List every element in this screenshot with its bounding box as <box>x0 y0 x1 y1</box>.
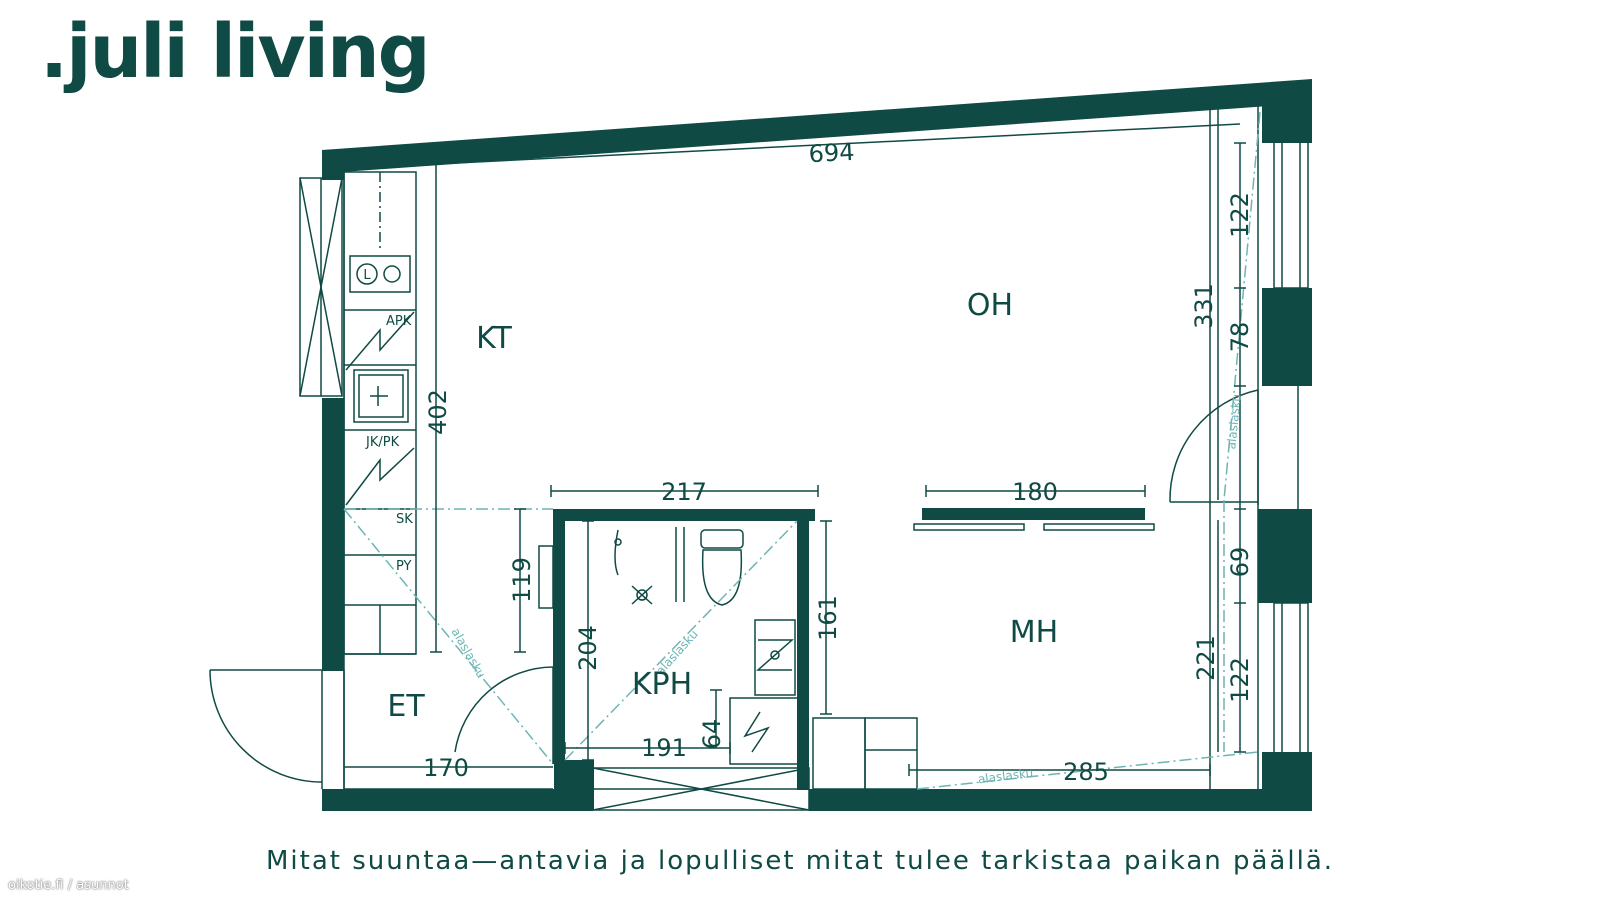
outer-walls <box>322 79 1312 811</box>
room-kt: KT <box>476 321 512 356</box>
room-et: ET <box>387 689 425 724</box>
room-oh: OH <box>967 288 1013 323</box>
label-apk: APK <box>386 314 412 329</box>
dim-wardrobe-180: 180 <box>1012 478 1058 506</box>
dim-bath-161: 161 <box>814 595 842 641</box>
left-wall-upper <box>322 150 344 180</box>
stove-plate-2 <box>383 265 401 283</box>
right-wall-mid-2 <box>1258 509 1312 603</box>
dim-top: 694 <box>808 138 855 168</box>
right-wall-top <box>1262 103 1312 143</box>
note-alaslasku-mh: alaslasku <box>977 766 1034 787</box>
label-py: PY <box>396 559 412 574</box>
dim-mh-285: 285 <box>1063 758 1109 786</box>
bath-wall-left <box>553 509 565 764</box>
washbasin <box>754 619 796 696</box>
wardrobe-bar <box>922 508 1145 520</box>
note-alaslasku-et: alaslasku <box>449 626 489 681</box>
label-sk: SK <box>396 512 413 527</box>
bath-wall-top <box>553 509 815 521</box>
label-jkpk: JK/PK <box>365 435 400 450</box>
dim-bath-204: 204 <box>574 625 602 671</box>
stove-plate-1 <box>356 263 378 285</box>
bottom-wall-right <box>809 789 1312 811</box>
storage-cabinets <box>538 523 1155 790</box>
dim-right-122-bottom: 122 <box>1226 657 1254 703</box>
dim-right-69: 69 <box>1226 547 1254 578</box>
entrance-door-swing <box>209 669 323 783</box>
room-labels: KT OH MH KPH ET <box>387 288 1058 724</box>
window-right-bottom <box>1273 602 1309 754</box>
bathroom-fixtures <box>614 527 801 765</box>
kitchen-counter <box>343 171 417 655</box>
dim-kt-height: 402 <box>424 389 452 435</box>
et-shelf <box>538 545 554 609</box>
kitchen-labels: L APK JK/PK SK PY <box>363 268 413 574</box>
dim-right-78: 78 <box>1226 322 1254 353</box>
dim-bath-64: 64 <box>698 719 726 750</box>
dim-right-total: 331 <box>1190 283 1218 329</box>
ceiling-notes: alaslasku alaslasku alaslasku alaslasku <box>449 393 1244 786</box>
room-mh: MH <box>1010 615 1058 650</box>
dim-bath-191: 191 <box>641 734 687 762</box>
left-wall-mid <box>322 398 344 671</box>
dim-et-119: 119 <box>508 557 536 603</box>
bath-wall-bottom-left <box>554 760 594 810</box>
toilet-bowl <box>701 549 743 606</box>
bath-wall-right <box>797 509 809 790</box>
window-right-top <box>1273 141 1309 289</box>
et-door-swing <box>454 666 554 753</box>
windows <box>299 141 1309 811</box>
watermark: oikotie.fi / asunnot <box>8 878 129 893</box>
right-wall-bottom <box>1262 752 1312 811</box>
washing-machine <box>729 697 801 765</box>
doors <box>209 386 1299 789</box>
dim-right-221: 221 <box>1192 635 1220 681</box>
brand-logo: .juli living <box>40 9 431 95</box>
bottom-wall-left <box>322 789 593 811</box>
disclaimer-caption: Mitat suuntaa—antavia ja lopulliset mita… <box>265 846 1335 876</box>
dimension-lines <box>344 107 1246 776</box>
label-l: L <box>363 268 371 283</box>
sink <box>353 369 409 423</box>
toilet-tank <box>700 529 744 549</box>
right-wall-mid-1 <box>1262 288 1312 386</box>
room-kph: KPH <box>632 667 692 702</box>
dim-et-170: 170 <box>423 754 469 782</box>
stove <box>349 255 411 293</box>
dim-right-122-top: 122 <box>1226 192 1254 238</box>
shower-head <box>614 538 622 546</box>
note-alaslasku-balcony: alaslasku <box>1224 393 1244 450</box>
balcony-door-swing <box>1169 389 1259 503</box>
top-wall <box>322 79 1312 172</box>
dimension-text: 694 402 331 122 78 217 180 69 221 122 16… <box>423 138 1254 786</box>
dim-corridor-217: 217 <box>661 478 707 506</box>
